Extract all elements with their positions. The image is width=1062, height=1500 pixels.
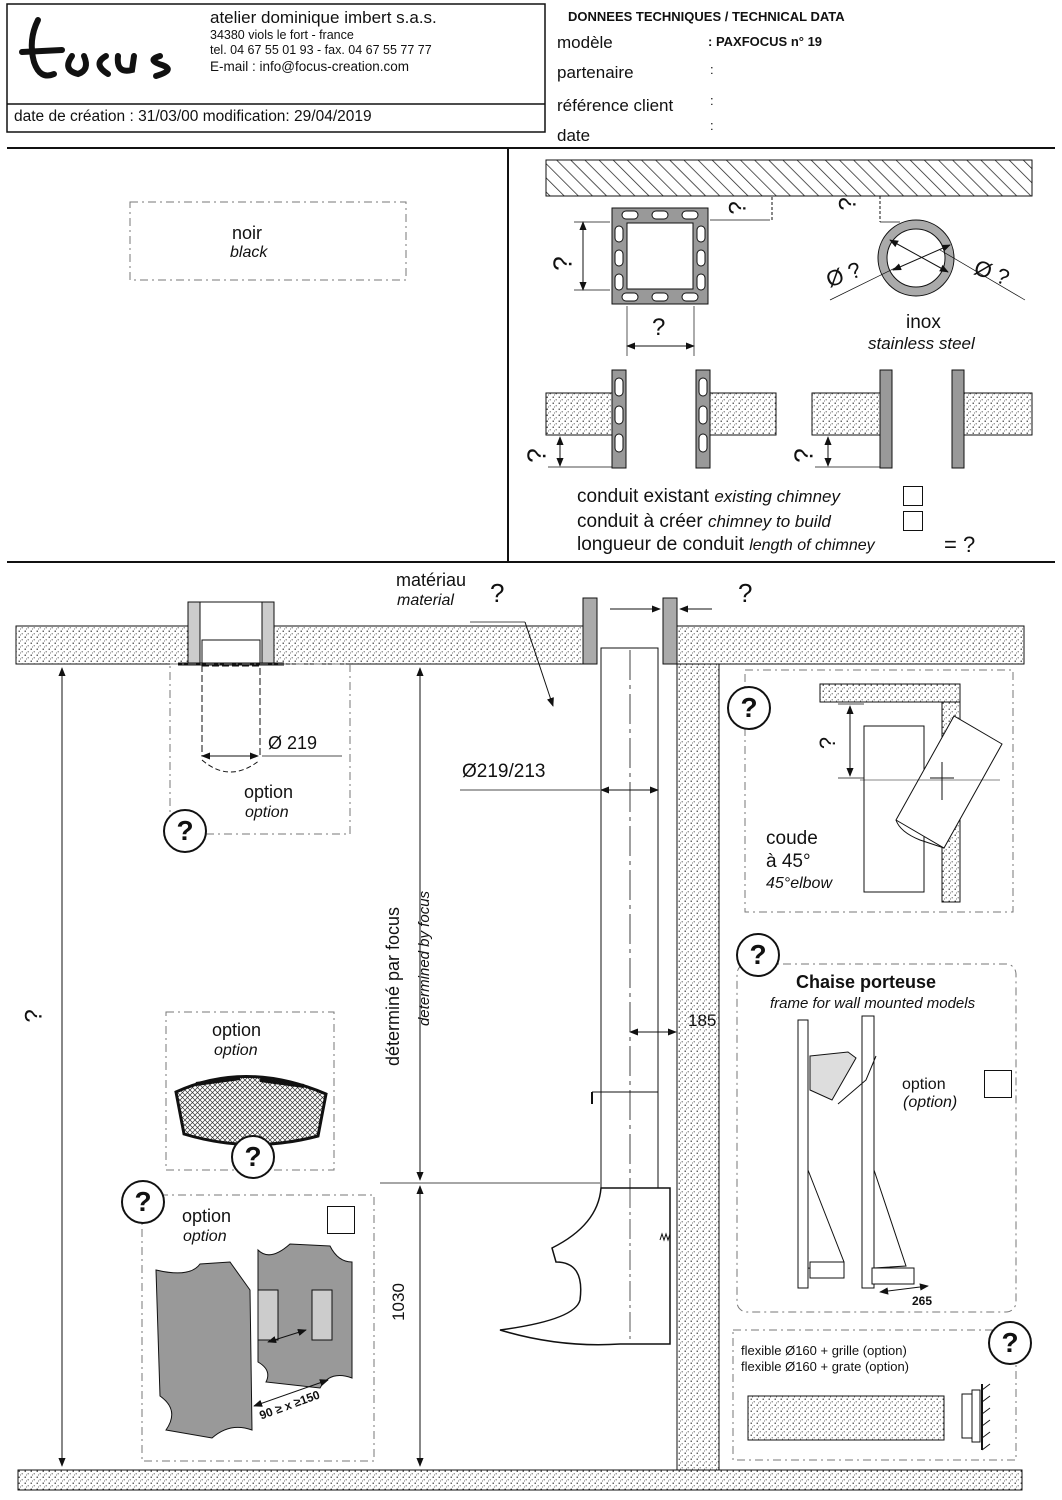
- total-height-question: ?: [20, 1009, 48, 1023]
- company-phones: tel. 04 67 55 01 93 - fax. 04 67 55 77 7…: [210, 43, 432, 57]
- tech-data-title: DONNEES TECHNIQUES / TECHNICAL DATA: [568, 9, 845, 24]
- chimney-to-build-checkbox[interactable]: [903, 511, 923, 531]
- flex-question-badge[interactable]: ?: [988, 1321, 1032, 1365]
- inox-label: inox: [906, 312, 941, 333]
- frame-subtitle: frame for wall mounted models: [770, 995, 976, 1012]
- hinge-option-checkbox[interactable]: [327, 1206, 355, 1234]
- grate-option-label-en: option: [214, 1042, 258, 1059]
- elbow-label-angle: à 45°: [766, 851, 811, 872]
- tech-label-date: date: [557, 126, 591, 145]
- tech-value-client-ref: :: [710, 93, 714, 108]
- hinge-option-label-en: option: [183, 1228, 227, 1245]
- chimney-to-build-label: conduit à créer chimney to build: [577, 511, 831, 532]
- square-height-question: ?: [547, 256, 578, 271]
- flex-label-en: flexible Ø160 + grate (option): [741, 1359, 910, 1374]
- frame-option-label: option: [902, 1076, 946, 1093]
- elbow-question-badge[interactable]: ?: [727, 686, 771, 730]
- hearth-height-dim: 1030: [388, 1283, 408, 1321]
- adapter-option-label-en: option: [245, 804, 289, 821]
- adapter-diameter: Ø 219: [268, 733, 318, 753]
- finish-label: noir: [232, 223, 263, 243]
- adapter-option-label: option: [244, 782, 294, 802]
- material-label: matériau: [396, 570, 467, 590]
- creation-dates: date de création : 31/03/00 modification…: [14, 108, 372, 125]
- round-clearance-question: ?: [834, 197, 862, 211]
- chimney-detail: [545, 159, 1033, 469]
- tech-label-model: modèle: [557, 33, 613, 52]
- company-email: E-mail : info@focus-creation.com: [210, 59, 410, 74]
- existing-chimney-label: conduit existant existing chimney: [577, 486, 840, 507]
- flue-diameter: Ø219/213: [462, 761, 546, 782]
- chimney-length-value: = ?: [944, 532, 976, 557]
- square-width-question: ?: [652, 314, 666, 341]
- adapter-question-badge[interactable]: ?: [163, 809, 207, 853]
- grate-option-label: option: [212, 1020, 262, 1040]
- finish-box: [129, 201, 407, 281]
- installation-drawing: [15, 597, 1025, 1491]
- header-frame: [6, 3, 1055, 563]
- determined-label: déterminé par focus: [383, 906, 404, 1067]
- elbow-label-en: 45°elbow: [766, 875, 832, 892]
- wall-distance-dim: 185: [688, 1011, 717, 1030]
- finish-label-en: black: [230, 244, 268, 261]
- existing-chimney-checkbox[interactable]: [903, 486, 923, 506]
- tech-value-date: :: [710, 118, 714, 133]
- wall-offset-question-left: ?: [521, 448, 552, 463]
- frame-option-checkbox[interactable]: [984, 1070, 1012, 1098]
- company-address: 34380 viols le fort - france: [210, 28, 354, 42]
- chimney-length-label: longueur de conduit length of chimney: [577, 534, 875, 555]
- grate-question-badge[interactable]: ?: [231, 1135, 275, 1179]
- tech-label-client-ref: référence client: [557, 96, 674, 115]
- hinge-option-label: option: [182, 1206, 232, 1226]
- material-question: ?: [490, 578, 505, 608]
- elbow-label: coude: [766, 828, 818, 849]
- determined-label-en: determined by focus: [416, 890, 434, 1027]
- frame-width-dim: 265: [912, 1294, 933, 1308]
- wall-offset-question-right: ?: [788, 448, 819, 463]
- clearance-question: ?: [724, 201, 752, 215]
- company-name: atelier dominique imbert s.a.s.: [210, 8, 437, 27]
- frame-title: Chaise porteuse: [796, 972, 937, 992]
- hinge-question-badge[interactable]: ?: [121, 1180, 165, 1224]
- frame-option-label-en: (option): [903, 1094, 958, 1111]
- flex-label-fr: flexible Ø160 + grille (option): [741, 1343, 907, 1358]
- focus-logo: [19, 17, 171, 79]
- elbow-offset-question: ?: [815, 736, 841, 750]
- inox-label-en: stainless steel: [868, 334, 975, 353]
- wall-gap-question: ?: [738, 578, 753, 608]
- material-label-en: material: [397, 592, 454, 609]
- frame-question-badge[interactable]: ?: [736, 933, 780, 977]
- tech-value-partner: :: [710, 62, 714, 77]
- tech-value-model: : PAXFOCUS n° 19: [708, 34, 823, 49]
- tech-label-partner: partenaire: [557, 63, 634, 82]
